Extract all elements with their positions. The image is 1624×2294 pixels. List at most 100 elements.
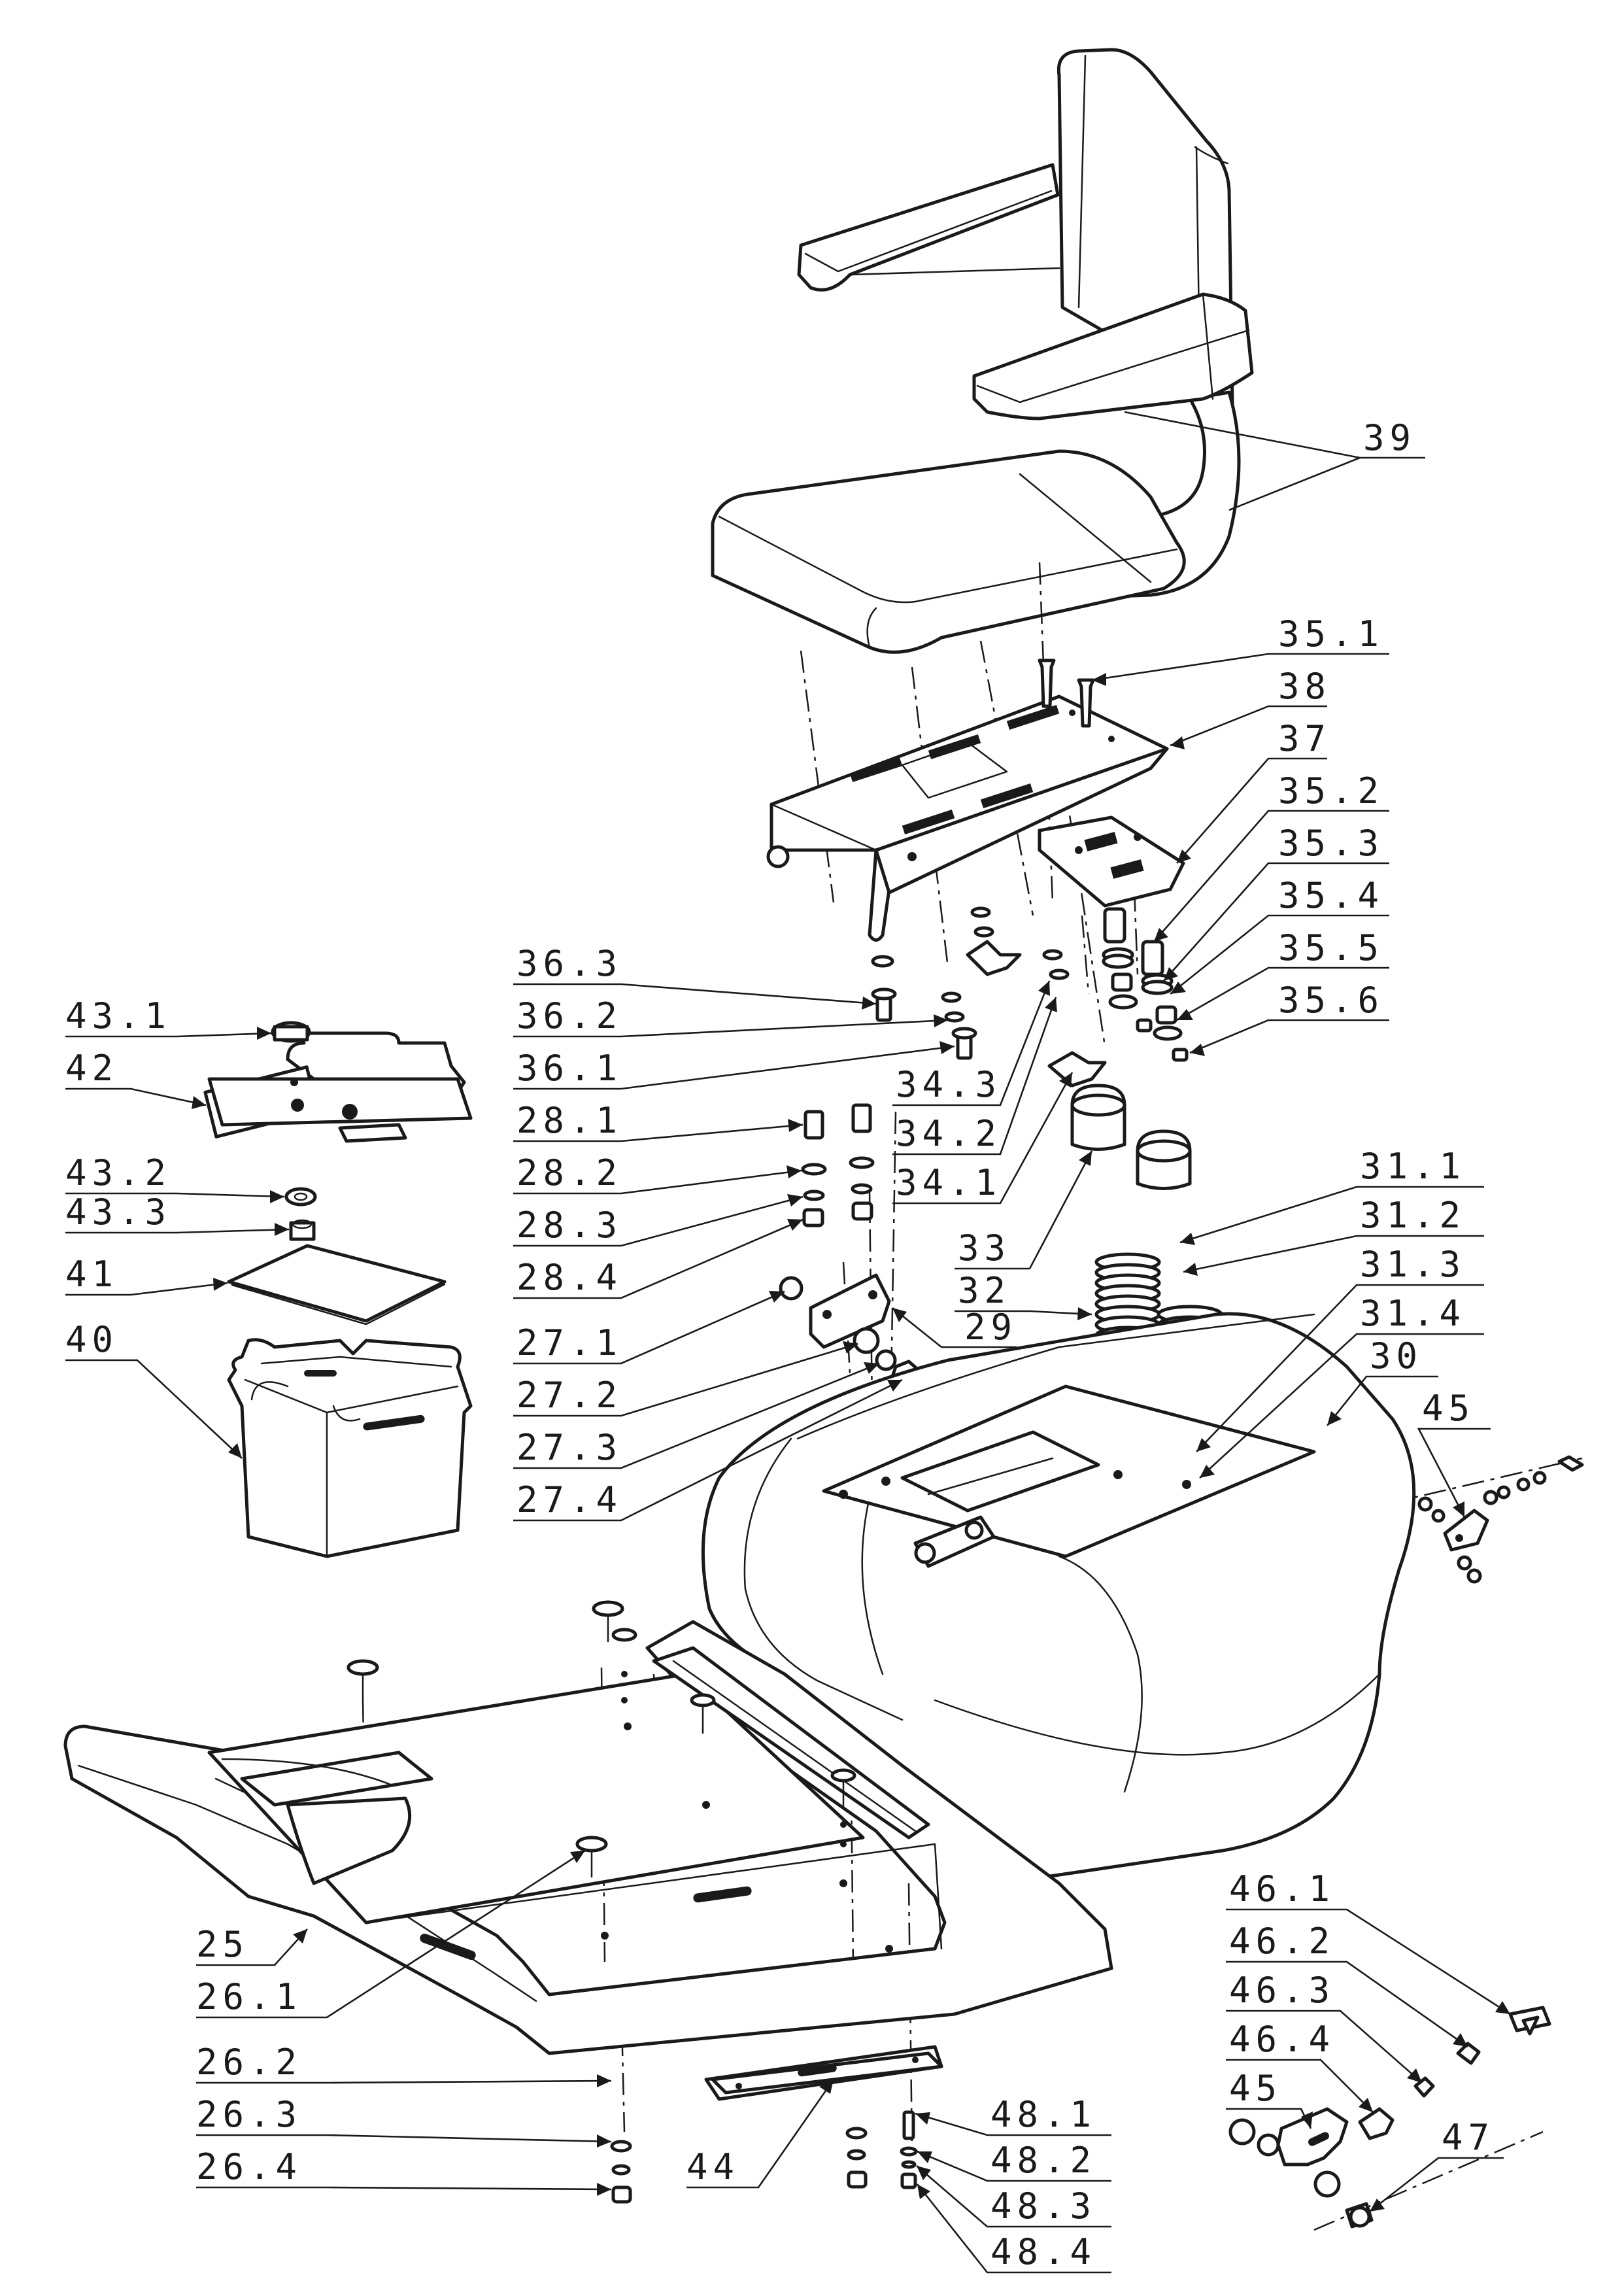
label-43-2: 43.2	[65, 1152, 171, 1193]
label-32: 32	[958, 1270, 1011, 1311]
label-48-1: 48.1	[990, 2094, 1096, 2135]
callout-35-4: 35.4	[1170, 875, 1389, 995]
callout-36-3: 36.3	[513, 943, 877, 1010]
label-34-1: 34.1	[896, 1162, 1002, 1203]
label-31-3: 31.3	[1360, 1244, 1466, 1285]
label-26-2: 26.2	[196, 2042, 302, 2083]
label-35-1: 35.1	[1278, 613, 1384, 655]
part-25-base-frame	[63, 1600, 1113, 2055]
callout-29: 29	[892, 1307, 1017, 1348]
part-45-bracket-small	[1417, 1455, 1584, 1584]
part-26-48-fasteners	[610, 2110, 918, 2204]
callout-48-2: 48.2	[917, 2140, 1111, 2182]
label-29: 29	[964, 1307, 1017, 1348]
part-28-29-27-hinge	[779, 1103, 921, 1387]
callout-42: 42	[65, 1048, 207, 1109]
callout-33: 33	[955, 1150, 1093, 1270]
callout-45-bottom: 45	[1226, 2068, 1313, 2129]
callout-36-1: 36.1	[513, 1041, 955, 1090]
label-28-3: 28.3	[516, 1205, 622, 1246]
callout-27-4: 27.4	[513, 1378, 903, 1522]
callout-43-1: 43.1	[65, 995, 272, 1040]
callout-28-2: 28.2	[513, 1152, 802, 1195]
part-37-slide-plate	[1038, 815, 1185, 908]
label-36-1: 36.1	[516, 1048, 622, 1089]
label-30: 30	[1370, 1335, 1423, 1377]
callout-30: 30	[1326, 1335, 1438, 1426]
label-35-6: 35.6	[1278, 980, 1384, 1021]
callout-27-3: 27.3	[513, 1362, 880, 1469]
callout-26-4: 26.4	[196, 2146, 612, 2196]
label-35-5: 35.5	[1278, 927, 1384, 968]
label-28-2: 28.2	[516, 1152, 622, 1193]
callout-28-1: 28.1	[513, 1100, 804, 1142]
callout-32: 32	[955, 1270, 1092, 1320]
label-47: 47	[1442, 2117, 1495, 2158]
part-39-seat	[711, 48, 1254, 654]
label-46-4: 46.4	[1229, 2019, 1335, 2060]
callout-46-3: 46.3	[1226, 1970, 1423, 2083]
callout-48-1: 48.1	[915, 2094, 1111, 2136]
callout-35-5: 35.5	[1176, 927, 1389, 1021]
callout-28-3: 28.3	[513, 1194, 804, 1247]
label-27-3: 27.3	[516, 1427, 622, 1468]
callout-47: 47	[1369, 2117, 1504, 2213]
label-33: 33	[958, 1227, 1011, 1269]
callout-48-4: 48.4	[916, 2183, 1111, 2274]
label-35-2: 35.2	[1278, 770, 1384, 812]
label-39: 39	[1363, 417, 1416, 458]
callout-34-1: 34.1	[892, 1072, 1074, 1205]
callout-35-3: 35.3	[1163, 823, 1389, 982]
callout-layer: 39 35.1 38 37 35.2 35.3	[65, 411, 1511, 2274]
callout-31-4: 31.4	[1199, 1293, 1484, 1479]
part-40-43-storage-box	[203, 1021, 473, 1558]
callout-43-3: 43.3	[65, 1191, 290, 1236]
callout-25: 25	[196, 1924, 308, 1966]
callout-45-top: 45	[1417, 1388, 1491, 1518]
label-28-1: 28.1	[516, 1100, 622, 1141]
label-38: 38	[1278, 666, 1331, 707]
callout-27-2: 27.2	[513, 1341, 858, 1417]
label-34-3: 34.3	[896, 1064, 1002, 1105]
callout-28-4: 28.4	[513, 1218, 804, 1299]
part-30-seat-housing	[701, 1312, 1416, 1879]
callout-40: 40	[65, 1319, 243, 1459]
label-25: 25	[196, 1924, 249, 1965]
callout-27-1: 27.1	[513, 1290, 785, 1365]
label-45-top: 45	[1422, 1388, 1475, 1429]
label-45-bottom: 45	[1229, 2068, 1282, 2109]
part-33-bumpers	[1070, 1084, 1192, 1190]
label-26-3: 26.3	[196, 2094, 302, 2135]
label-36-2: 36.2	[516, 995, 622, 1036]
callout-35-1: 35.1	[1091, 613, 1389, 686]
label-41: 41	[65, 1254, 118, 1295]
label-27-1: 27.1	[516, 1322, 622, 1363]
label-31-4: 31.4	[1360, 1293, 1466, 1334]
label-37: 37	[1278, 718, 1331, 759]
callout-31-3: 31.3	[1196, 1244, 1484, 1452]
callout-37: 37	[1176, 718, 1331, 864]
callout-39: 39	[1124, 411, 1425, 511]
label-43-1: 43.1	[65, 995, 171, 1036]
label-43-3: 43.3	[65, 1191, 171, 1233]
label-27-4: 27.4	[516, 1479, 622, 1520]
label-40: 40	[65, 1319, 118, 1360]
callout-35-6: 35.6	[1189, 980, 1389, 1056]
callout-41: 41	[65, 1254, 228, 1296]
label-36-3: 36.3	[516, 943, 622, 984]
label-26-1: 26.1	[196, 1976, 302, 2017]
label-48-2: 48.2	[990, 2140, 1096, 2181]
callout-26-3: 26.3	[196, 2094, 612, 2148]
label-48-3: 48.3	[990, 2185, 1096, 2227]
label-46-3: 46.3	[1229, 1970, 1335, 2011]
label-27-2: 27.2	[516, 1375, 622, 1416]
callout-26-2: 26.2	[196, 2042, 612, 2087]
label-35-4: 35.4	[1278, 875, 1384, 916]
label-26-4: 26.4	[196, 2146, 302, 2187]
callout-31-2: 31.2	[1183, 1195, 1484, 1276]
callout-26-1: 26.1	[196, 1849, 586, 2019]
part-38-seat-bracket	[766, 694, 1169, 942]
callout-44: 44	[686, 2079, 835, 2189]
part-44-bottom-plate	[704, 2045, 943, 2101]
